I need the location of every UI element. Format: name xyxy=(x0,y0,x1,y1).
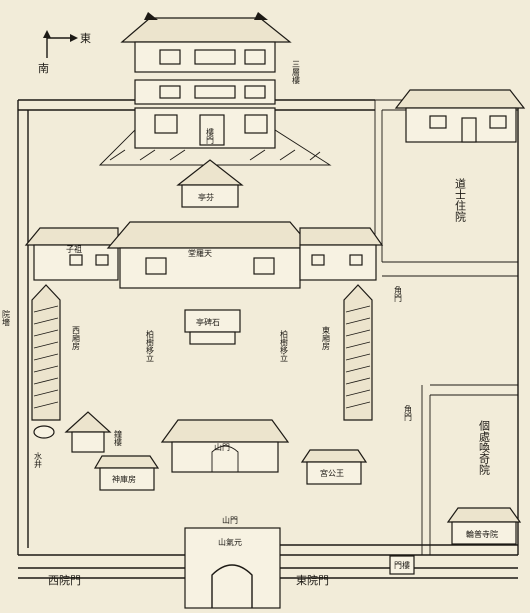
stele-pavilion: 亭碑石 xyxy=(184,309,241,345)
side-gate-upper-label: 角門 xyxy=(394,285,403,303)
inner-gate-label: 山門 xyxy=(214,442,230,452)
east-small-hall: 宮公王 xyxy=(300,449,368,485)
cypress-right-label: 柏樹移立 xyxy=(280,329,289,362)
daoshi-court-label: 道士住院 xyxy=(454,177,467,222)
inner-gate: 山門 xyxy=(160,419,290,473)
cypress-left-label: 柏樹移立 xyxy=(146,329,155,362)
tower-side-label: 三層樓 xyxy=(292,60,301,85)
well-label: 水井 xyxy=(34,451,43,469)
bell-tower-label: 鐘樓 xyxy=(114,429,123,447)
east-small-hall-label: 宮公王 xyxy=(320,468,344,478)
water-well: 水井 xyxy=(33,425,55,469)
shrine-box-label: 門樓 xyxy=(394,560,410,570)
small-hall-left: 神庫房 xyxy=(93,455,160,491)
west-wall-label: 院墻 xyxy=(2,309,11,327)
compass-south-label: 南 xyxy=(38,62,49,75)
west-wing: 西廂房 xyxy=(31,284,81,421)
pavilion-label: 亭芬 xyxy=(198,192,214,202)
mountain-gate: 山氣元 山門 xyxy=(184,515,281,609)
small-right-hall: 輪普寺院 xyxy=(446,507,522,545)
side-gate-lower-label: 角門 xyxy=(404,404,413,422)
east-gate-label: 東院門 xyxy=(296,573,329,587)
right-court-label: 個處喚奇院 xyxy=(478,420,491,475)
main-hall-side-label: 子祖 xyxy=(66,244,82,254)
tower-door-label: 樓門 xyxy=(206,127,215,145)
west-wing-label: 西廂房 xyxy=(72,326,81,351)
shrine-box xyxy=(389,555,415,575)
daoshi-residence: 道士住院 xyxy=(394,89,526,222)
mountain-gate-top-label: 山門 xyxy=(222,515,238,525)
compass-east-label: 東 xyxy=(80,32,91,45)
main-hall: 堂羅天 子祖 xyxy=(24,221,384,289)
compass: 東 南 xyxy=(38,30,91,75)
main-hall-label: 堂羅天 xyxy=(188,248,212,258)
mountain-gate-plaque: 山氣元 xyxy=(218,537,242,547)
west-gate-label: 西院門 xyxy=(48,573,81,587)
small-right-hall-label: 輪普寺院 xyxy=(466,529,498,539)
stele-label: 亭碑石 xyxy=(196,317,220,327)
fragrance-pavilion: 亭芬 xyxy=(176,159,244,208)
three-story-tower: 樓門 三層樓 xyxy=(98,12,332,166)
east-wing: 東廂房 xyxy=(322,284,373,421)
bell-tower: 鐘樓 xyxy=(64,411,123,453)
east-wing-label: 東廂房 xyxy=(322,325,331,351)
small-hall-left-label: 神庫房 xyxy=(112,474,136,484)
outer-wall xyxy=(17,99,519,556)
